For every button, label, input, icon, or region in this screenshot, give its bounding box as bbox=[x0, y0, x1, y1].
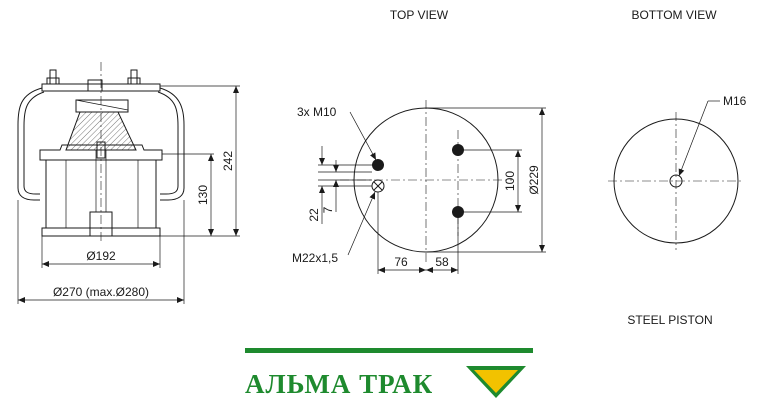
bolt-m10-left bbox=[372, 159, 384, 171]
dim-offset-58: 58 bbox=[435, 255, 449, 269]
dim-offset-76: 76 bbox=[394, 255, 408, 269]
dim-bellow-diameter: Ø270 (max.Ø280) bbox=[53, 285, 149, 299]
dim-offset-22: 22 bbox=[307, 208, 321, 222]
logo-green-rule bbox=[245, 348, 533, 353]
dim-height-total: 242 bbox=[221, 151, 235, 171]
bolt-m10-upper bbox=[452, 144, 464, 156]
chevron-logo-icon bbox=[466, 366, 526, 398]
label-air-inlet: M22x1,5 bbox=[292, 251, 338, 265]
side-section-view: 242 130 Ø192 Ø270 (max.Ø280) bbox=[17, 62, 240, 304]
steel-piston-label: STEEL PISTON bbox=[627, 313, 712, 327]
brand-name: АЛЬМА ТРАК bbox=[245, 369, 433, 399]
label-bolts: 3x M10 bbox=[297, 105, 337, 119]
center-thread-m16 bbox=[669, 174, 683, 188]
label-bottom-thread: M16 bbox=[723, 94, 747, 108]
air-inlet-m22 bbox=[371, 179, 385, 193]
bolt-m10-lower bbox=[452, 206, 464, 218]
top-view-title: TOP VIEW bbox=[390, 8, 449, 22]
rubber-bellow bbox=[17, 87, 43, 201]
top-view: TOP VIEW 3x M10 M22x1,5 22 7 bbox=[292, 8, 546, 274]
dim-height-piston: 130 bbox=[196, 185, 210, 205]
brand-logo: АЛЬМА ТРАК bbox=[245, 348, 533, 399]
top-studs bbox=[46, 69, 141, 85]
dim-spacing-vertical: 100 bbox=[503, 171, 517, 191]
dim-offset-7: 7 bbox=[321, 206, 335, 213]
bottom-view-title: BOTTOM VIEW bbox=[631, 8, 717, 22]
bottom-view: BOTTOM VIEW M16 STEEL PISTON bbox=[608, 8, 747, 327]
air-inlet-fitting bbox=[87, 79, 103, 92]
dim-top-diameter: Ø229 bbox=[527, 165, 541, 195]
dim-piston-diameter: Ø192 bbox=[86, 249, 116, 263]
